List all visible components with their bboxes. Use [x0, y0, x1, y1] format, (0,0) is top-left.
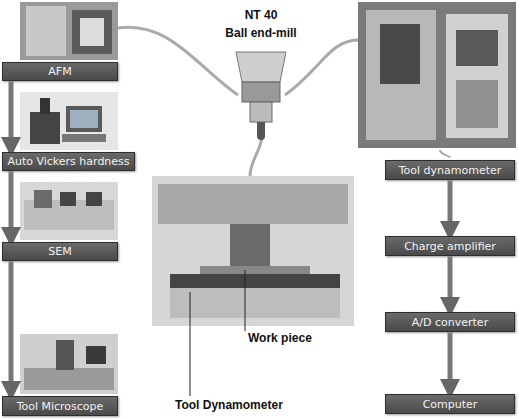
- flow-arrow: [448, 332, 453, 394]
- label-band: A/D converter: [385, 312, 515, 332]
- flow-arrow: [9, 81, 14, 152]
- leader-line: [190, 292, 191, 396]
- flow-arrow: [448, 180, 453, 236]
- label-band: Auto Vickers hardness: [2, 152, 135, 171]
- cable: [250, 135, 262, 176]
- leader-line: [245, 270, 246, 331]
- machine-table-photo: [152, 176, 354, 326]
- microscope-photo: [20, 334, 118, 394]
- band-text: Charge amplifier: [404, 240, 496, 253]
- machine-photo: [358, 2, 516, 148]
- band-text: AFM: [48, 65, 71, 78]
- band-text: Tool dynamometer: [399, 164, 502, 177]
- caption-label: Tool Dynamometer: [175, 398, 283, 412]
- sem-photo: [20, 182, 118, 240]
- afm-photo: [20, 2, 118, 60]
- flow-arrow: [9, 261, 14, 396]
- caption-label: Ball end-mill: [225, 26, 296, 40]
- band-text: Computer: [423, 398, 478, 411]
- band-text: A/D converter: [412, 316, 488, 329]
- flow-arrow: [9, 171, 14, 242]
- label-band: SEM: [2, 242, 118, 261]
- caption-label: NT 40: [245, 8, 278, 22]
- label-band: AFM: [2, 62, 118, 81]
- band-text: Tool Microscope: [17, 400, 104, 413]
- cable: [118, 27, 238, 95]
- label-band: Tool dynamometer: [385, 160, 515, 180]
- label-band: Computer: [385, 394, 515, 414]
- band-text: Auto Vickers hardness: [7, 155, 129, 168]
- caption-label: Work piece: [248, 331, 312, 345]
- cable: [440, 150, 450, 158]
- tool-holder: [236, 52, 286, 140]
- vickers-photo: [20, 92, 118, 150]
- band-text: SEM: [48, 245, 71, 258]
- label-band: Tool Microscope: [2, 396, 118, 416]
- label-band: Charge amplifier: [385, 236, 515, 256]
- cable: [285, 40, 358, 95]
- flow-arrow: [448, 256, 453, 312]
